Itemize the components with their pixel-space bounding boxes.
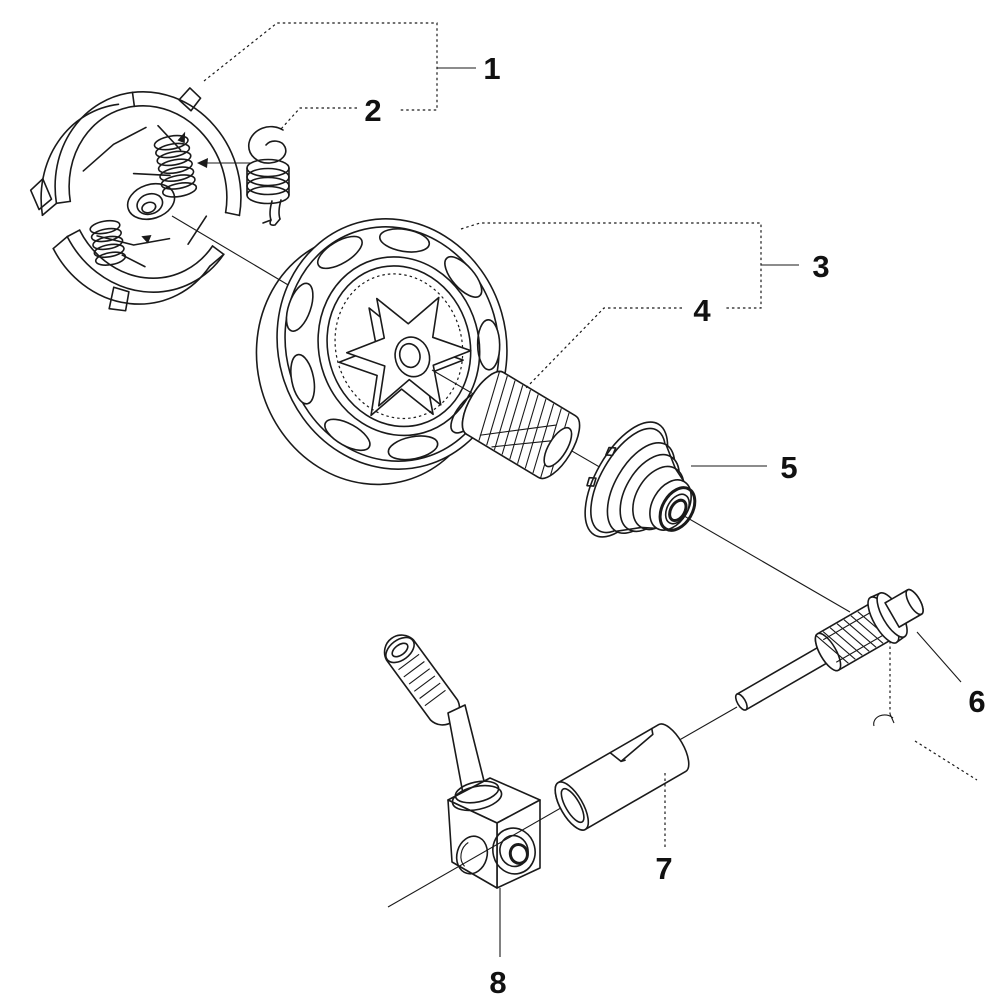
spring-position-arrow [197, 158, 252, 168]
explosion-axis-segment-1 [171, 215, 301, 293]
callout-2-label[interactable]: 2 [364, 93, 381, 128]
callout-4-label[interactable]: 4 [693, 293, 711, 328]
callout-4-leader [525, 307, 682, 389]
callout-6-leader [873, 631, 978, 781]
callout-8-label[interactable]: 8 [489, 965, 506, 1000]
oil-pump-plunger-drawing [554, 723, 690, 831]
stepped-hub-washer-drawing [584, 421, 697, 538]
callout-5-label[interactable]: 5 [780, 450, 797, 485]
spring-drawing [246, 125, 290, 226]
needle-bearing-drawing [461, 370, 581, 483]
callout-1-leader [203, 22, 476, 111]
callout-1-label[interactable]: 1 [483, 51, 500, 86]
callout-7-label[interactable]: 7 [655, 851, 672, 886]
callout-3-label[interactable]: 3 [812, 249, 829, 284]
oil-pump-drawing [383, 634, 541, 889]
worm-gear-shaft-drawing [734, 588, 924, 711]
callout-6-label[interactable]: 6 [968, 684, 985, 719]
clutch-drum-drawing [255, 218, 508, 486]
centrifugal-clutch-drawing [29, 87, 242, 312]
callout-2-leader [280, 107, 357, 130]
callout-3-leader [460, 222, 799, 309]
